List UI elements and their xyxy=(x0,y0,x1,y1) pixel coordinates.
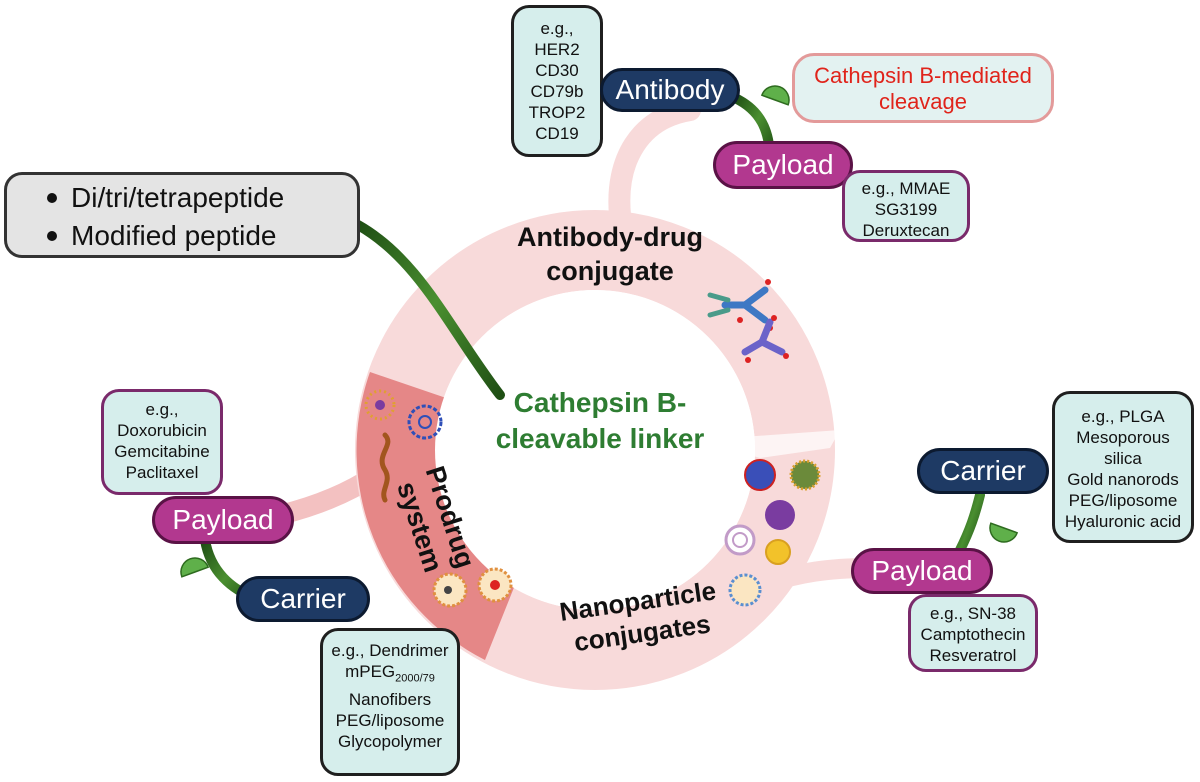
pacman-icon xyxy=(989,522,1019,543)
prodrug-payload-examples-box: e.g., Doxorubicin Gemcitabine Paclitaxel xyxy=(101,389,223,495)
adc-payload-examples-box: e.g., MMAE SG3199 Deruxtecan xyxy=(842,170,970,242)
prodrug-carrier-pill: Carrier xyxy=(236,576,370,622)
pacman-icon xyxy=(760,85,790,106)
adc-payload-pill: Payload xyxy=(713,141,853,189)
peptide-linker xyxy=(353,220,505,400)
gold-nanoparticle-icon xyxy=(765,539,791,565)
bullet-icon xyxy=(47,231,57,241)
pacman-icon xyxy=(180,557,210,578)
antibody-icon xyxy=(741,315,789,363)
vesicle-icon xyxy=(724,524,756,556)
polymer-nanoparticle-icon xyxy=(744,459,776,491)
antibody-targets-box: e.g., HER2 CD30 CD79b TROP2 CD19 xyxy=(511,5,603,157)
peptide-item: Modified peptide xyxy=(7,217,357,255)
liposome-icon xyxy=(432,572,468,608)
ring-hole xyxy=(435,290,755,610)
adc-ring-label: Antibody-drug conjugate xyxy=(517,222,703,286)
antibody-pill: Antibody xyxy=(600,68,740,112)
nano-linker xyxy=(955,490,985,555)
ring-divider xyxy=(700,430,840,458)
adc-connector xyxy=(608,99,701,226)
prodrug-payload-pill: Payload xyxy=(152,496,294,544)
silica-sphere-icon xyxy=(765,500,795,530)
cleavage-note-box: Cathepsin B-mediated cleavage xyxy=(792,53,1054,123)
antibody-icon xyxy=(707,279,773,331)
nano-payload-examples-box: e.g., SN-38 Camptothecin Resveratrol xyxy=(908,594,1038,672)
dendrimer-icon xyxy=(407,404,443,440)
nano-payload-pill: Payload xyxy=(851,548,993,594)
nano-carrier-examples-box: e.g., PLGA Mesoporous silica Gold nanoro… xyxy=(1052,391,1194,543)
prodrug-carrier-examples-box: e.g., Dendrimer mPEG2000/79 Nanofibers P… xyxy=(320,628,460,776)
mesoporous-silica-icon xyxy=(789,459,821,491)
nanoparticle-icon xyxy=(364,389,396,421)
nano-carrier-pill: Carrier xyxy=(917,448,1049,494)
nanofiber-icon xyxy=(379,432,391,503)
liposome-icon xyxy=(728,573,762,607)
bullet-icon xyxy=(47,193,57,203)
liposome-icon xyxy=(477,567,513,603)
center-label: Cathepsin B- cleavable linker xyxy=(495,387,705,454)
peptide-types-box: Di/tri/tetrapeptide Modified peptide xyxy=(4,172,360,258)
prodrug-segment xyxy=(356,372,515,660)
peptide-item: Di/tri/tetrapeptide xyxy=(7,179,357,217)
peptide-list: Di/tri/tetrapeptide Modified peptide xyxy=(7,179,357,255)
